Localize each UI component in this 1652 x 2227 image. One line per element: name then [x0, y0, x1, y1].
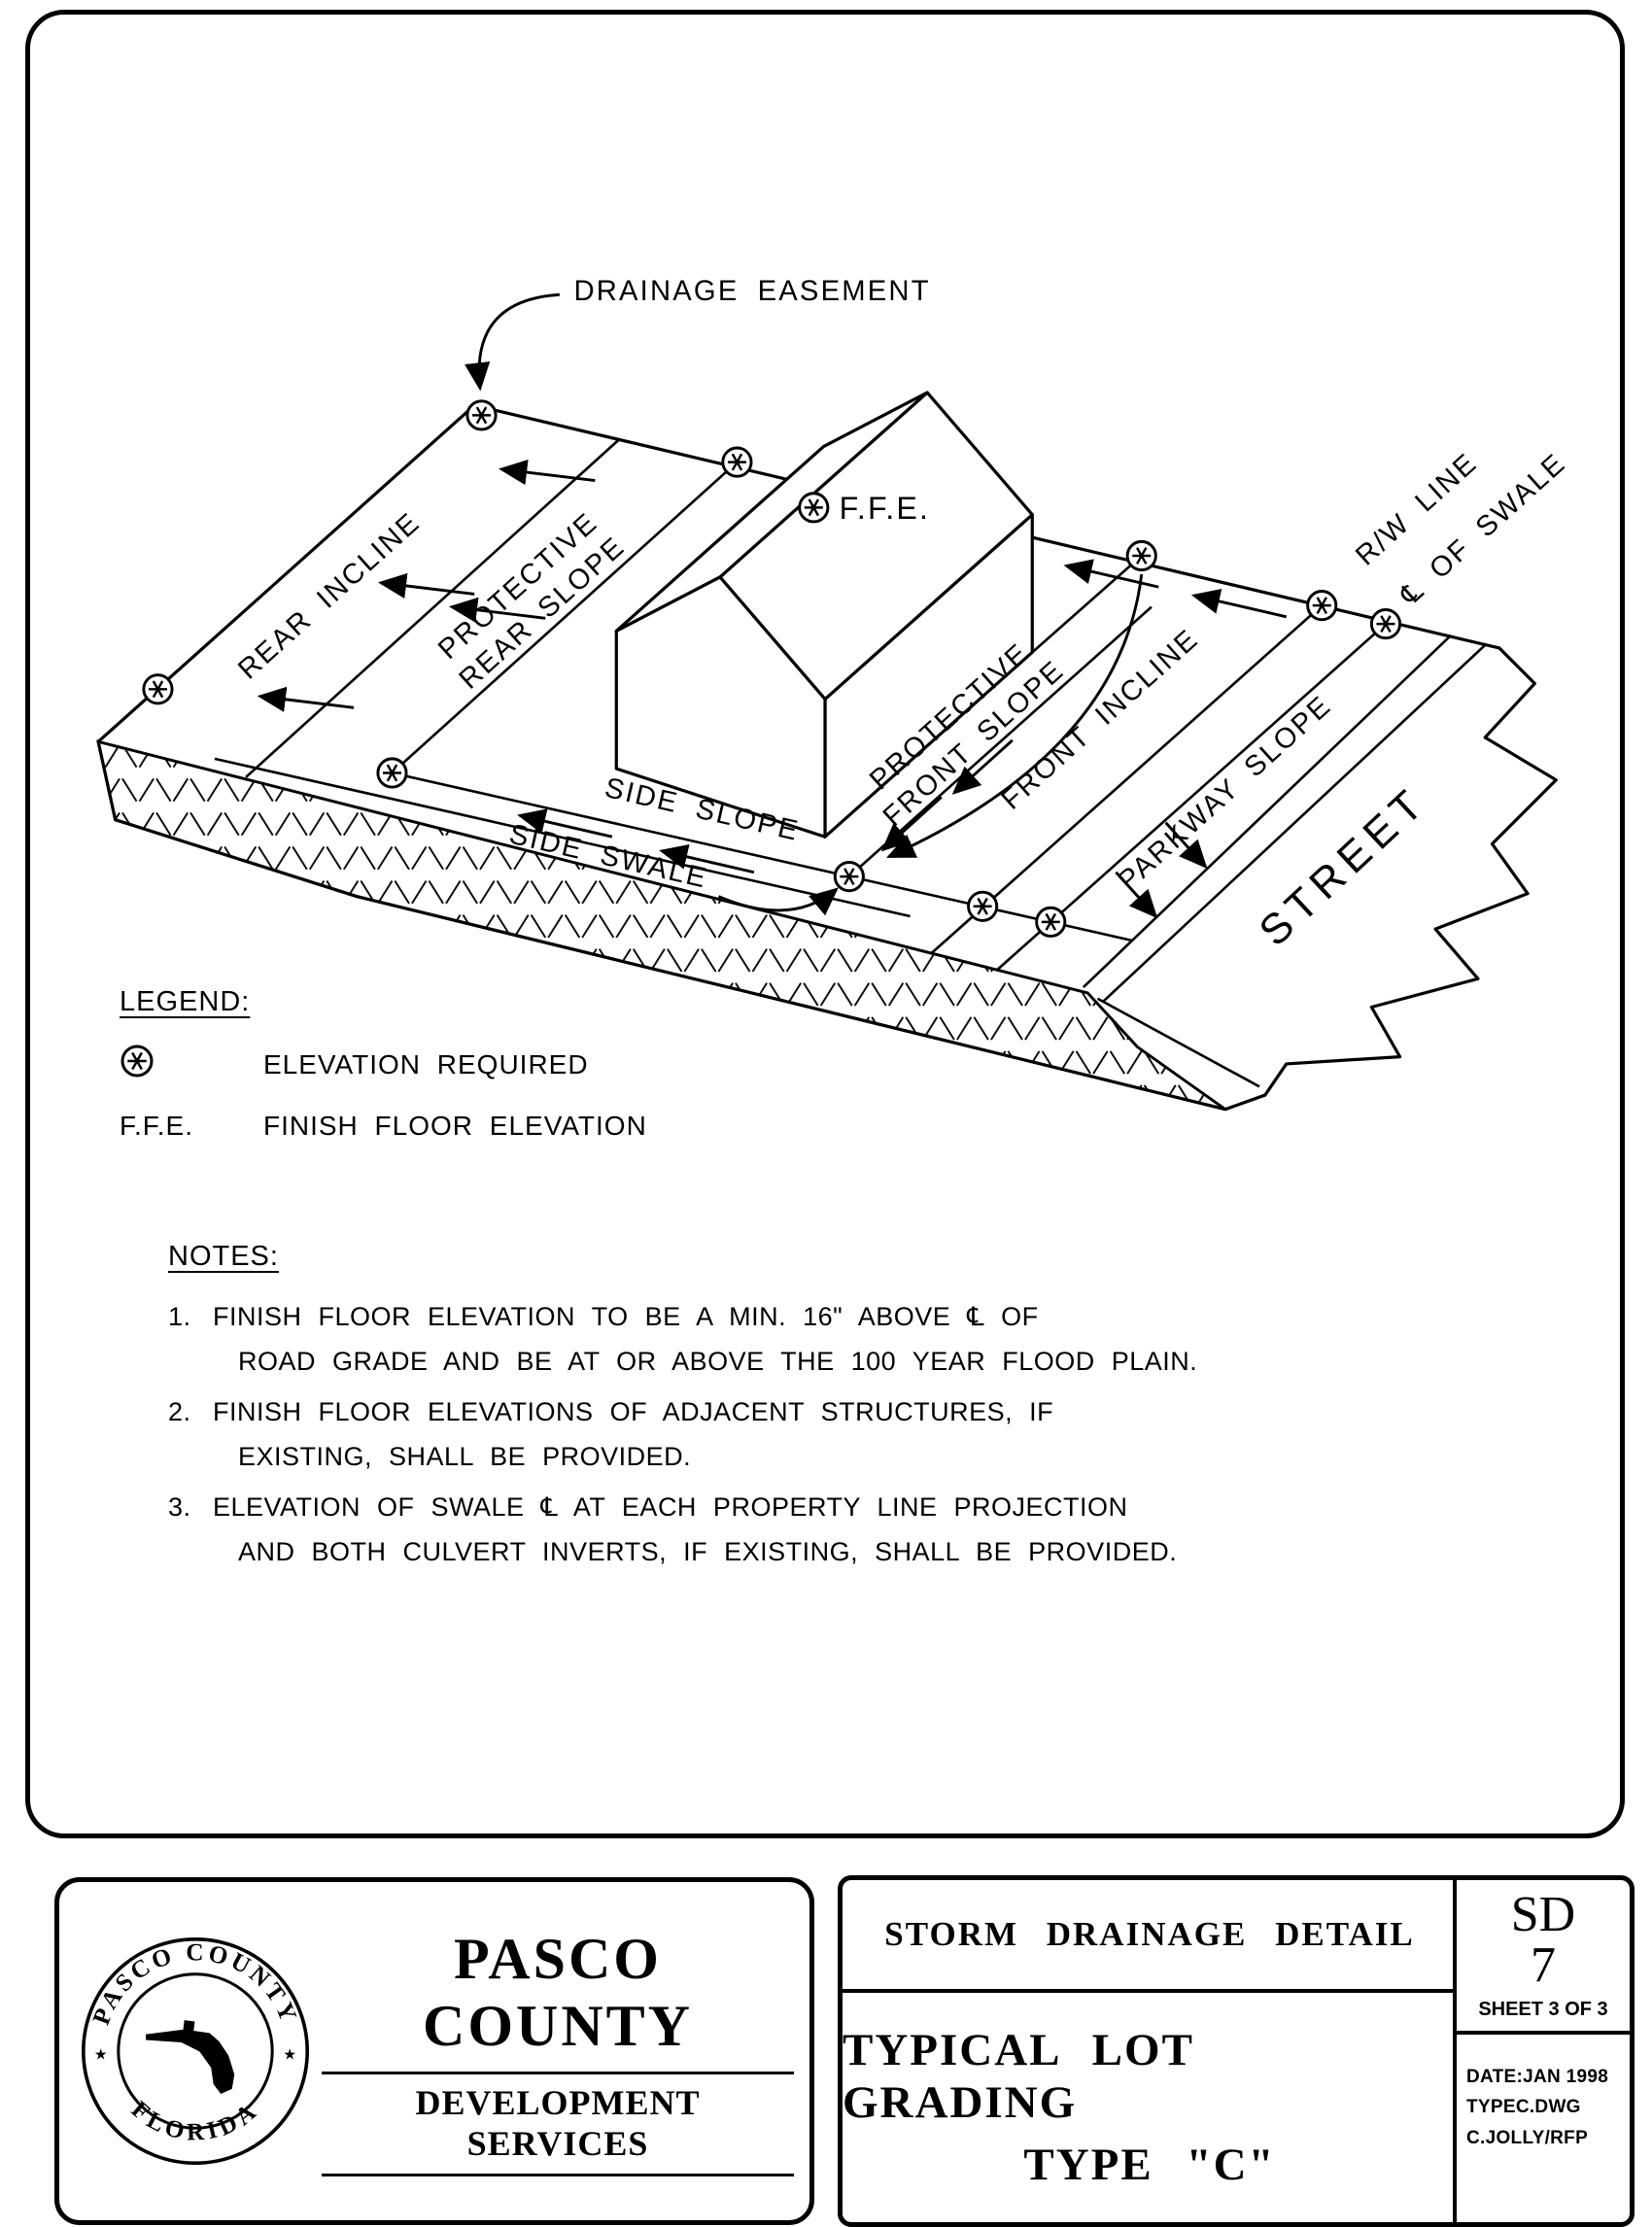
flow-arrows [257, 460, 1288, 919]
file-label: TYPEC.DWG [1466, 2097, 1581, 2118]
label-cl-of-swale: ℄ OF SWALE [1394, 448, 1572, 612]
note-line: AND BOTH CULVERT INVERTS, IF EXISTING, S… [238, 1537, 1178, 1566]
label-drainage-easement: DRAINAGE EASEMENT [573, 276, 930, 307]
sheet-title-line1: TYPICAL LOT GRADING [843, 2025, 1194, 2128]
legend-elevation-label: ELEVATION REQUIRED [263, 1048, 589, 1079]
ground-hatch-face [96, 739, 1226, 1112]
legend-title: LEGEND: [120, 986, 251, 1017]
note-number: 3. [168, 1492, 191, 1522]
note-number: 1. [168, 1302, 191, 1331]
sheet-number-column: SD 7 SHEET 3 OF 3 DATE:JAN 1998 TYPEC.DW… [1453, 1880, 1630, 2222]
department-name: DEVELOPMENT SERVICES [322, 2072, 794, 2176]
svg-text:PASCO COUNTY: PASCO COUNTY [88, 1939, 302, 2028]
note-line: EXISTING, SHALL BE PROVIDED. [238, 1442, 692, 1471]
drainage-easement-leader [465, 292, 560, 392]
sheet-code: SD [1510, 1887, 1576, 1942]
notes-title: NOTES: [168, 1241, 279, 1272]
legend: LEGEND: ELEVATION REQUIRED F.F.E. FINISH… [120, 986, 647, 1142]
date-label: DATE:JAN 1998 [1466, 2067, 1609, 2087]
file-info: DATE:JAN 1998 TYPEC.DWG C.JOLLY/RFP [1457, 2062, 1630, 2153]
author-label: C.JOLLY/RFP [1466, 2127, 1589, 2148]
seal-bottom-text: FLORIDA [126, 2096, 259, 2145]
detail-header: STORM DRAINAGE DETAIL [843, 1880, 1457, 1993]
elevation-required-icon [120, 1045, 154, 1078]
note-line: FINISH FLOOR ELEVATIONS OF ADJACENT STRU… [213, 1397, 1054, 1426]
notes: NOTES: 1. FINISH FLOOR ELEVATION TO BE A… [168, 1241, 1354, 1580]
street-slab-edge [1096, 997, 1260, 1088]
seal-star-left-icon: ★ [94, 2046, 108, 2063]
lot-grading-diagram: DRAINAGE EASEMENT REAR INCLINE PROTECTIV… [96, 276, 1572, 1112]
legend-item-ffe: F.F.E. FINISH FLOOR ELEVATION [120, 1111, 647, 1142]
legend-item-elevation: ELEVATION REQUIRED [120, 1044, 647, 1085]
label-ffe: F.F.E. [840, 491, 930, 526]
note-line: FINISH FLOOR ELEVATION TO BE A MIN. 16" … [213, 1302, 1039, 1331]
pasco-county-seal-icon: PASCO COUNTY FLORIDA ★ ★ [82, 1937, 309, 2165]
note-line: ROAD GRADE AND BE AT OR ABOVE THE 100 YE… [238, 1347, 1198, 1376]
sheet-of: SHEET 3 OF 3 [1457, 1999, 1630, 2035]
note-item: 3. ELEVATION OF SWALE ℄ AT EACH PROPERTY… [168, 1485, 1354, 1574]
note-line: ELEVATION OF SWALE ℄ AT EACH PROPERTY LI… [213, 1492, 1128, 1522]
seal-star-right-icon: ★ [283, 2046, 296, 2063]
front-flow-curve [886, 573, 1144, 859]
drawing-panel: DRAINAGE EASEMENT REAR INCLINE PROTECTIV… [25, 10, 1625, 1838]
sheet-title: TYPICAL LOT GRADING TYPE "C" [843, 1993, 1457, 2222]
sheet-title-line2: TYPE "C" [1023, 2140, 1276, 2190]
legend-ffe-label: FINISH FLOOR ELEVATION [263, 1111, 647, 1141]
side-swale-leader [717, 887, 839, 916]
svg-text:FLORIDA: FLORIDA [126, 2096, 264, 2145]
house [614, 391, 1034, 839]
note-number: 2. [168, 1397, 191, 1426]
seal-top-text: PASCO COUNTY [88, 1939, 299, 2028]
note-item: 2. FINISH FLOOR ELEVATIONS OF ADJACENT S… [168, 1389, 1354, 1479]
florida-map-icon [146, 2020, 235, 2094]
agency-title-block: PASCO COUNTY FLORIDA ★ ★ PASCO COUNTY DE… [54, 1877, 814, 2225]
legend-ffe-symbol: F.F.E. [120, 1111, 194, 1141]
sheet-number: 7 [1531, 1937, 1556, 1993]
note-item: 1. FINISH FLOOR ELEVATION TO BE A MIN. 1… [168, 1294, 1354, 1384]
sheet-title-block: STORM DRAINAGE DETAIL TYPICAL LOT GRADIN… [838, 1875, 1635, 2227]
agency-name: PASCO COUNTY [422, 1927, 693, 2058]
